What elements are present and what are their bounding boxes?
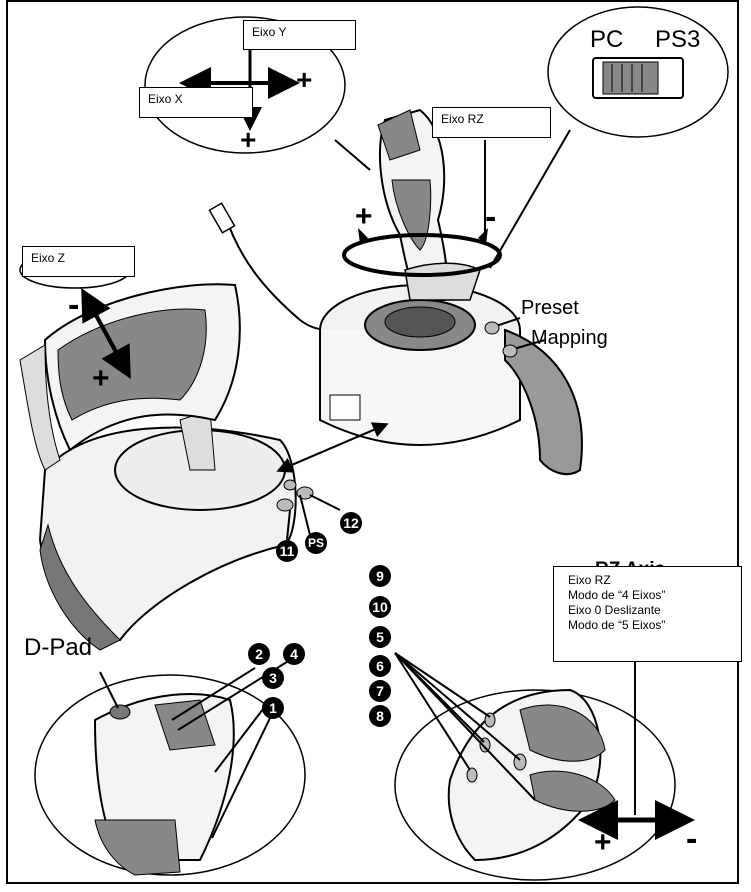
eixo-z-label: Eixo Z bbox=[22, 246, 135, 277]
rz-minus-sign: - bbox=[485, 198, 497, 236]
z-plus-sign: + bbox=[92, 362, 110, 395]
button-number-8: 8 bbox=[369, 705, 391, 727]
eixo-rz-label: Eixo RZ bbox=[432, 107, 551, 138]
button-number-2: 2 bbox=[248, 643, 270, 665]
eixo-y-label: Eixo Y bbox=[243, 20, 356, 50]
rz-info-line-2: Modo de “4 Eixos” bbox=[568, 588, 666, 602]
preset-label: Preset bbox=[521, 297, 579, 319]
rz-info-line-1: Eixo RZ bbox=[568, 573, 611, 587]
button-number-1: 1 bbox=[262, 697, 284, 719]
rz-axis-info-box: Eixo RZ Modo de “4 Eixos” Eixo 0 Desliza… bbox=[553, 566, 742, 662]
mapping-label: Mapping bbox=[531, 327, 608, 349]
y-plus-sign: + bbox=[240, 124, 257, 155]
figure-frame bbox=[6, 0, 739, 884]
rz-plus-sign: + bbox=[355, 200, 373, 233]
dpad-label: D-Pad bbox=[24, 634, 93, 661]
button-number-12: 12 bbox=[340, 512, 362, 534]
button-number-9: 9 bbox=[369, 565, 391, 587]
button-number-10: 10 bbox=[369, 596, 391, 618]
button-number-6: 6 bbox=[369, 655, 391, 677]
eixo-x-label: Eixo X bbox=[139, 87, 253, 118]
button-number-7: 7 bbox=[369, 680, 391, 702]
slider-minus-sign: - bbox=[686, 820, 698, 858]
rz-info-line-3: Eixo 0 Deslizante bbox=[568, 603, 661, 617]
slider-plus-sign: + bbox=[594, 826, 612, 859]
button-number-5: 5 bbox=[369, 626, 391, 648]
button-number-4: 4 bbox=[283, 643, 305, 665]
pc-label: PC bbox=[590, 26, 624, 53]
x-minus-sign: - bbox=[187, 66, 197, 97]
z-minus-sign: - bbox=[68, 286, 80, 324]
button-number-3: 3 bbox=[262, 667, 284, 689]
rz-axis-header-partial: RZ Axis bbox=[595, 556, 665, 567]
x-plus-sign: + bbox=[296, 64, 313, 95]
ps-button-marker: PS bbox=[305, 532, 327, 554]
rz-info-line-4: Modo de “5 Eixos” bbox=[568, 618, 666, 632]
button-number-11: 11 bbox=[276, 540, 298, 562]
ps3-label: PS3 bbox=[655, 26, 701, 53]
